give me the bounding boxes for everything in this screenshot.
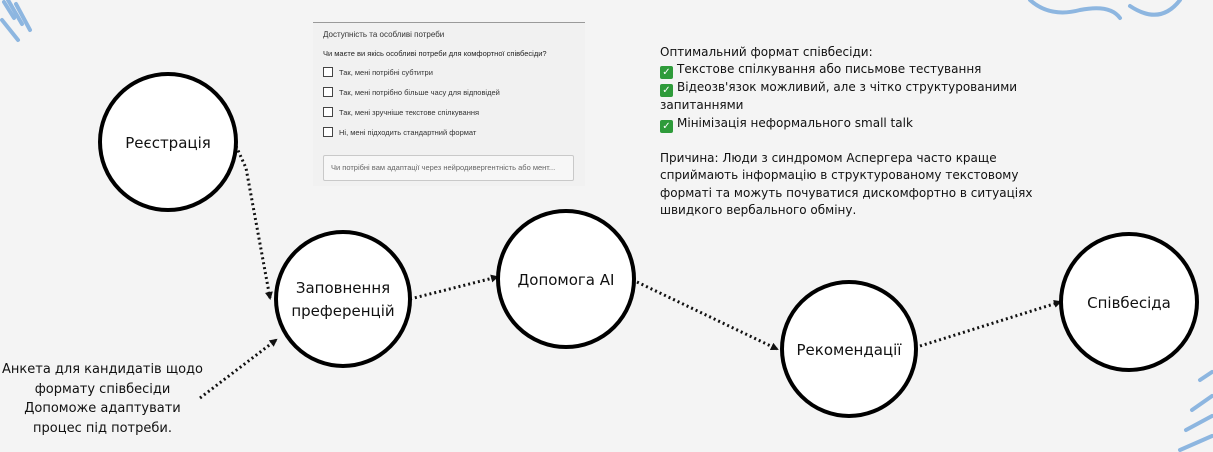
node-label: Рекомендації bbox=[797, 341, 903, 359]
brush-stroke-bottom-right bbox=[1178, 370, 1213, 452]
svg-text:преференцій: преференцій bbox=[291, 302, 394, 320]
reason-line: Причина: Люди з синдромом Аспергера част… bbox=[660, 150, 997, 165]
info-item: ✓ Відеозв'язок можливий, але з чітко стру… bbox=[660, 79, 1060, 98]
checkbox[interactable] bbox=[323, 87, 333, 97]
node-recommendations: Рекомендації bbox=[780, 280, 918, 418]
reason-text: Причина: Люди з синдромом Аспергера част… bbox=[660, 150, 1060, 220]
option-text-communication[interactable]: Так, мені зручніше текстове спілкування bbox=[323, 107, 479, 117]
connector-recommendations-to-interview bbox=[919, 299, 1062, 348]
svg-text:Рекомендації: Рекомендації bbox=[797, 341, 903, 359]
svg-text:Реєстрація: Реєстрація bbox=[125, 134, 211, 152]
info-item: ✓ Текстове спілкування або письмове тесту… bbox=[660, 61, 1060, 80]
optimal-format-info: Оптимальний формат співбесіди: ✓ Текстове… bbox=[660, 44, 1060, 219]
info-item-text: Мінімізація неформального small talk bbox=[677, 115, 913, 130]
form-question: Чи маєте ви якісь особливі потреби для к… bbox=[323, 49, 547, 58]
node-circle bbox=[274, 230, 412, 368]
check-mark-icon: ✓ bbox=[660, 119, 673, 133]
option-label: Ні, мені підходить стандартний формат bbox=[339, 127, 477, 137]
annotation-line: Анкета для кандидатів щодо bbox=[2, 362, 203, 377]
node-label: преференцій bbox=[291, 302, 394, 320]
connector-registration-to-preferences bbox=[234, 145, 273, 300]
annotation-line: Допоможе адаптувати bbox=[24, 401, 181, 416]
connector-annotation-to-preferences bbox=[199, 338, 278, 400]
node-label: Співбесіда bbox=[1087, 294, 1171, 312]
info-item-continuation: запитаннями bbox=[660, 98, 744, 113]
info-item: ✓ Мінімізація неформального small talk bbox=[660, 115, 1060, 133]
node-circle bbox=[780, 280, 918, 418]
node-circle bbox=[496, 209, 636, 349]
annotation-line: формату співбесіди bbox=[34, 381, 171, 397]
checkbox[interactable] bbox=[323, 107, 333, 117]
option-label: Так, мені потрібно більше часу для відпо… bbox=[339, 87, 500, 97]
form-title: Доступність та особливі потреби bbox=[323, 30, 445, 39]
node-label: Заповнення bbox=[296, 279, 390, 297]
checkbox[interactable] bbox=[323, 127, 333, 137]
checkbox[interactable] bbox=[323, 67, 333, 77]
node-circle bbox=[1059, 232, 1199, 372]
info-item-text: Відеозв'язок можливий, але з чітко струк… bbox=[677, 80, 1018, 95]
adaptations-input[interactable]: Чи потрібні вам адаптації через нейродив… bbox=[323, 155, 574, 181]
svg-text:Допомога AI: Допомога AI bbox=[518, 271, 615, 289]
check-mark-icon: ✓ bbox=[660, 66, 673, 80]
brush-stroke-top-right bbox=[1028, 0, 1182, 20]
info-heading: Оптимальний формат співбесіди: bbox=[660, 45, 873, 59]
reason-line: форматі та можуть почуватися дискомфортн… bbox=[660, 185, 1033, 200]
check-mark-icon: ✓ bbox=[660, 84, 673, 98]
connector-ai-help-to-recommendations bbox=[636, 280, 779, 351]
node-registration: Реєстрація bbox=[98, 72, 238, 212]
connector-preferences-to-ai-help bbox=[409, 274, 499, 301]
node-interview: Співбесіда bbox=[1059, 232, 1199, 372]
annotation-line: процес під потреби. bbox=[33, 420, 172, 436]
node-circle bbox=[98, 72, 238, 212]
accessibility-form: Доступність та особливі потреби Чи маєте… bbox=[313, 22, 585, 186]
option-label: Так, мені потрібні субтитри bbox=[339, 67, 433, 77]
reason-line: швидкого вербального обміну. bbox=[660, 203, 857, 218]
svg-text:Співбесіда: Співбесіда bbox=[1087, 294, 1171, 312]
node-label: Реєстрація bbox=[125, 134, 211, 152]
candidate-survey-annotation: Анкета для кандидатів щодо формату співб… bbox=[0, 360, 205, 438]
option-label: Так, мені зручніше текстове спілкування bbox=[339, 107, 480, 117]
svg-text:Заповнення: Заповнення bbox=[296, 279, 390, 297]
brush-stroke-top-left bbox=[0, 0, 32, 42]
node-preferences: Заповнення преференцій bbox=[274, 230, 412, 368]
node-label: Допомога AI bbox=[518, 271, 615, 289]
info-item-text: Текстове спілкування або письмове тестув… bbox=[677, 62, 982, 77]
option-more-time[interactable]: Так, мені потрібно більше часу для відпо… bbox=[323, 87, 500, 97]
node-ai-help: Допомога AI bbox=[496, 209, 636, 349]
option-standard-format[interactable]: Ні, мені підходить стандартний формат bbox=[323, 127, 476, 137]
connectors bbox=[199, 145, 1062, 400]
reason-line: сприймають інформацію в структурованому … bbox=[660, 168, 1019, 183]
option-subtitles[interactable]: Так, мені потрібні субтитри bbox=[323, 67, 433, 77]
